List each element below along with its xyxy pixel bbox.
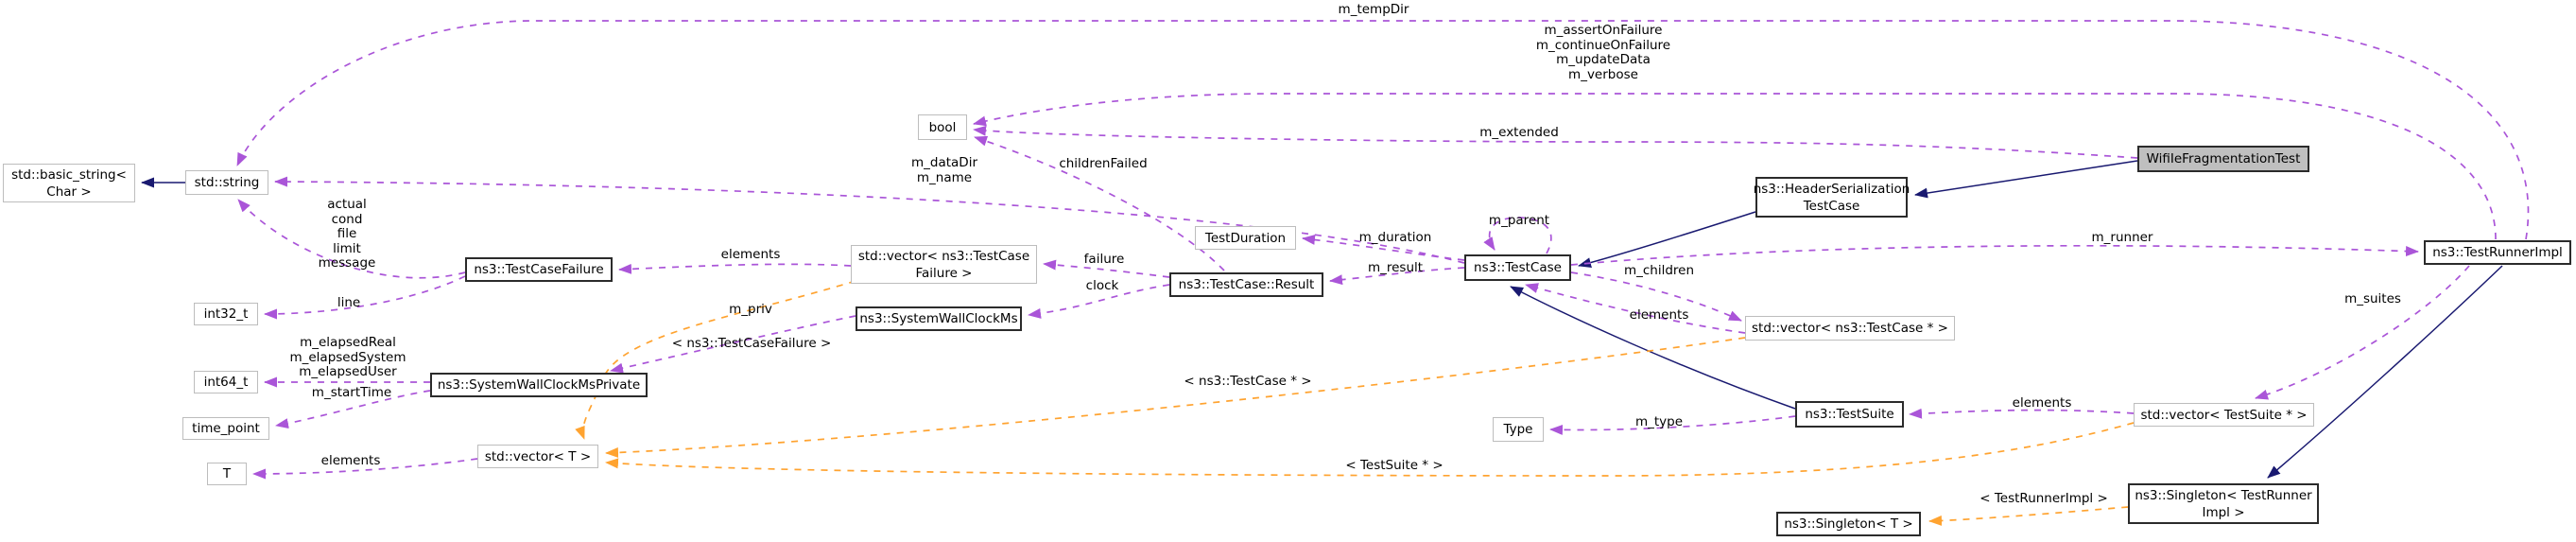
edge-m-starttime	[275, 390, 431, 429]
node-type[interactable]: Type	[1493, 417, 1544, 442]
edge-tmpl-tcf	[575, 280, 856, 440]
node-time-point[interactable]: time_point	[182, 417, 269, 440]
edge-label-childrenfailed: childrenFailed	[1059, 156, 1148, 171]
edge-elements-testcase	[1525, 283, 1746, 334]
node-syswallclockmsprivate[interactable]: ns3::SystemWallClockMsPrivate	[430, 373, 648, 397]
edge-runner-singleton	[2267, 265, 2503, 479]
edge-label-m-duration: m_duration	[1358, 230, 1432, 245]
node-syswallclockms[interactable]: ns3::SystemWallClockMs	[856, 306, 1022, 331]
edge-label-m-extended: m_extended	[1479, 125, 1559, 140]
node-vector-testcase-ptr[interactable]: std::vector< ns3::TestCase * >	[1745, 316, 1955, 341]
edge-m-parent	[1483, 217, 1552, 254]
node-testcasefailure[interactable]: ns3::TestCaseFailure	[465, 257, 613, 282]
node-testduration[interactable]: TestDuration	[1195, 226, 1296, 250]
edge-label-runner-bool-members: m_assertOnFailure m_continueOnFailure m_…	[1535, 23, 1671, 82]
edge-runner-bool	[973, 93, 2497, 240]
edge-label-clock: clock	[1085, 278, 1119, 293]
edge-failure	[1043, 259, 1170, 278]
node-bool[interactable]: bool	[918, 114, 967, 140]
node-vector-testcasefailure[interactable]: std::vector< ns3::TestCase Failure >	[851, 245, 1037, 284]
edge-label-tmpl-testsuite-ptr: < TestSuite * >	[1345, 458, 1444, 473]
node-vector-t[interactable]: std::vector< T >	[477, 445, 598, 468]
edge-childrenfailed	[974, 135, 1225, 271]
node-std-string[interactable]: std::string	[185, 170, 268, 195]
edge-tmpl-testsuite-ptr	[605, 422, 2135, 477]
edge-label-elements-t: elements	[320, 453, 381, 468]
edge-label-elapsed-members: m_elapsedReal m_elapsedSystem m_elapsedU…	[289, 335, 406, 379]
edge-label-m-children: m_children	[1623, 263, 1695, 278]
node-testcase-result[interactable]: ns3::TestCase::Result	[1169, 272, 1323, 297]
edge-wifi-headerser	[1914, 160, 2138, 199]
edge-tmpl-testcase-ptr	[605, 337, 1746, 458]
node-testcase[interactable]: ns3::TestCase	[1464, 254, 1571, 281]
edge-label-m-type: m_type	[1634, 414, 1684, 429]
edge-label-tmpl-testrunnerimpl: < TestRunnerImpl >	[1980, 491, 2108, 506]
edge-label-m-priv: m_priv	[729, 302, 772, 317]
edge-label-failure: failure	[1083, 252, 1125, 267]
edge-m-tempdir	[236, 20, 2530, 240]
node-testsuite[interactable]: ns3::TestSuite	[1795, 401, 1904, 428]
node-int32-t[interactable]: int32_t	[194, 303, 258, 325]
edge-elements-testsuite	[1909, 408, 2135, 419]
edge-tcf-string	[237, 199, 466, 279]
edge-label-elements-testsuite: elements	[2012, 395, 2072, 411]
edge-label-m-starttime: m_startTime	[311, 385, 392, 400]
edge-m-suites	[2255, 265, 2470, 400]
edge-clock	[1028, 284, 1170, 319]
edge-m-runner	[1570, 244, 2419, 266]
node-basic-string[interactable]: std::basic_string< Char >	[3, 164, 135, 202]
edge-label-m-tempdir: m_tempDir	[1338, 2, 1409, 17]
edge-label-elements-testcasefailure: elements	[720, 247, 781, 262]
edge-m-datadir	[274, 176, 1465, 264]
edge-label-line: line	[337, 295, 361, 310]
node-wifiiefragmentationtest[interactable]: WifiIeFragmentationTest	[2137, 146, 2309, 172]
edge-m-extended	[973, 125, 2138, 159]
edge-m-type	[1549, 415, 1796, 435]
edge-label-tmpl-testcase-ptr: < ns3::TestCase * >	[1184, 374, 1312, 389]
node-singleton-t[interactable]: ns3::Singleton< T >	[1776, 512, 1921, 536]
edge-m-children	[1570, 271, 1742, 322]
edge-headerser-testcase	[1578, 211, 1756, 269]
edge-label-failure-strings: actual cond file limit message	[318, 197, 376, 271]
edge-label-tmpl-testcasefailure: < ns3::TestCaseFailure >	[671, 336, 832, 351]
edge-label-m-result: m_result	[1367, 260, 1424, 275]
edge-m-priv	[610, 315, 856, 374]
edge-tmpl-testrunnerimpl	[1928, 506, 2129, 526]
node-t[interactable]: T	[207, 463, 247, 485]
node-singleton-testrunnerimpl[interactable]: ns3::Singleton< TestRunner Impl >	[2128, 483, 2319, 524]
edge-label-m-suites: m_suites	[2344, 291, 2401, 306]
edge-label-m-datadir-m-name: m_dataDir m_name	[910, 155, 978, 185]
edge-label-m-parent: m_parent	[1488, 213, 1550, 228]
edge-label-elements-testcase: elements	[1629, 307, 1689, 323]
node-vector-testsuite-ptr[interactable]: std::vector< TestSuite * >	[2134, 403, 2314, 427]
node-int64-t[interactable]: int64_t	[194, 371, 258, 393]
edge-m-result	[1329, 267, 1465, 286]
edge-elements-tcf	[618, 263, 852, 274]
edge-m-duration	[1302, 234, 1465, 261]
edge-tcf-int32	[264, 275, 466, 320]
edge-testsuite-testcase	[1510, 286, 1796, 410]
edge-label-m-runner: m_runner	[2091, 230, 2153, 245]
node-testrunnerimpl[interactable]: ns3::TestRunnerImpl	[2424, 240, 2571, 265]
node-headerserializationtestcase[interactable]: ns3::HeaderSerialization TestCase	[1754, 177, 1910, 218]
